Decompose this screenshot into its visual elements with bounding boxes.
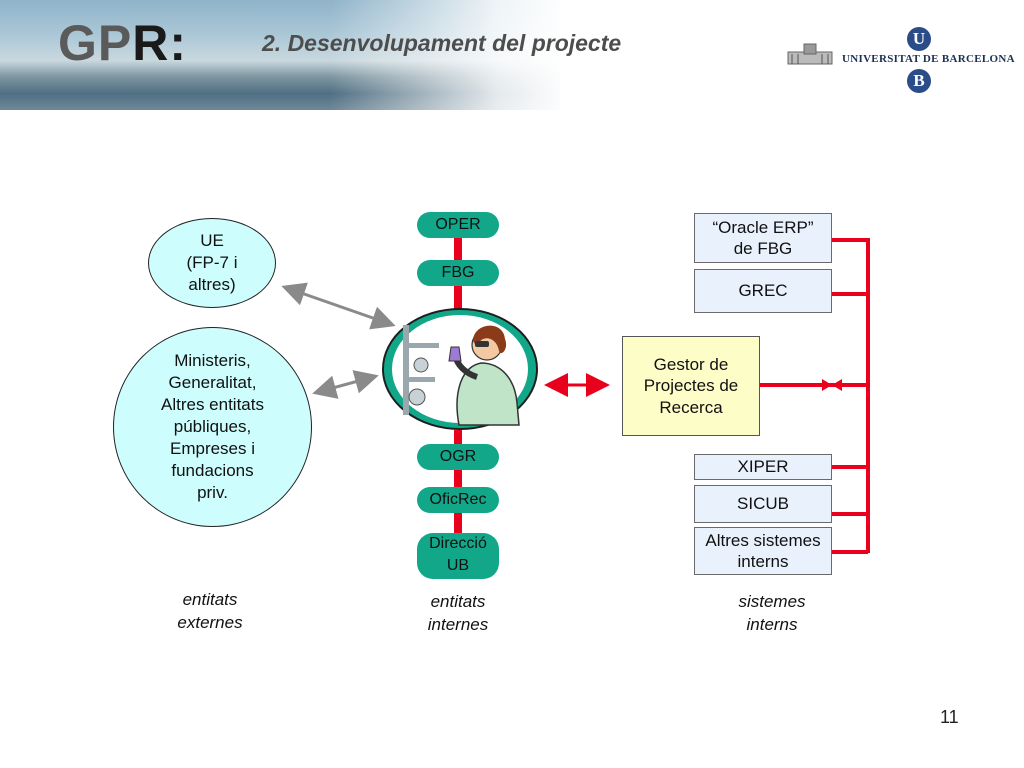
- pill-oper: OPER: [417, 212, 499, 238]
- header-banner-fade: [330, 0, 570, 110]
- bracket-vertical: [866, 238, 870, 553]
- system-oracle-erp: “Oracle ERP” de FBG: [694, 213, 832, 263]
- gestor-projectes-box: Gestor de Projectes de Recerca: [622, 336, 760, 436]
- slide-title: 2. Desenvolupament del projecte: [262, 30, 622, 56]
- ub-logo-b: B: [907, 69, 931, 93]
- system-xiper: XIPER: [694, 454, 832, 480]
- entity-ministeris: Ministeris, Generalitat, Altres entitats…: [113, 327, 312, 527]
- caption-systems: sistemes interns: [738, 592, 806, 634]
- bracket-gestor-head: [822, 379, 842, 391]
- scientist-clipart-icon: [382, 308, 538, 430]
- arrow-ue: [281, 282, 396, 330]
- university-name: UNIVERSITAT DE BARCELONA: [842, 53, 1015, 65]
- pill-oficrec: OficRec: [417, 487, 499, 513]
- entity-ue: UE (FP-7 i altres): [148, 218, 276, 308]
- bracket-altres: [832, 550, 868, 554]
- system-grec: GREC: [694, 269, 832, 313]
- bracket-grec: [832, 292, 868, 296]
- gpr-logo: GPR:: [58, 15, 188, 71]
- caption-internal: entitats internes: [427, 592, 489, 634]
- bracket-xiper: [832, 465, 868, 469]
- bracket-gestor: [760, 383, 868, 387]
- system-altres: Altres sistemes interns: [694, 527, 832, 575]
- building-icon: [787, 43, 833, 65]
- arrow-ministeris: [312, 370, 379, 399]
- page-number: 11: [940, 707, 959, 727]
- bracket-sicub: [832, 512, 868, 516]
- pill-direccio-ub: Direcció UB: [417, 533, 499, 579]
- ub-logo-u: U: [907, 27, 931, 51]
- system-sicub: SICUB: [694, 485, 832, 523]
- bracket-oracle: [832, 238, 868, 242]
- caption-external: entitats externes: [177, 590, 243, 632]
- pill-ogr: OGR: [417, 444, 499, 470]
- pill-fbg: FBG: [417, 260, 499, 286]
